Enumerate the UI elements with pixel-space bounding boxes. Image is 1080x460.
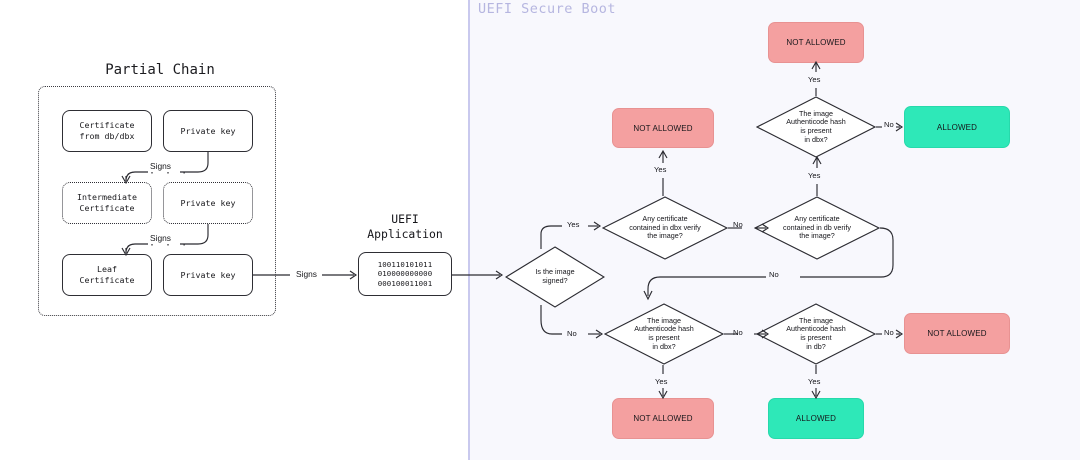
edge-label-db-cert-no: No [769,270,779,279]
decision-is-image-signed: Is the image signed? [505,246,605,308]
decision-is-image-signed-label: Is the image signed? [535,267,575,285]
edge-label-hash-bottom-left-yes: Yes [655,377,668,386]
terminal-allowed-top: ALLOWED [904,106,1010,148]
edge-label-hash-bottom-right-yes: Yes [808,377,821,386]
edge-label-hash-bottom-right-no: No [884,328,894,337]
edge-label-dbx-cert-yes: Yes [654,165,667,174]
edge-label-dbx-cert-no: No [733,220,743,229]
decision-hash-in-dbx-top: The image Authenticode hash is present i… [756,96,876,158]
terminal-allowed-bottom: ALLOWED [768,398,864,439]
uefi-binary-content: 100110101011 010000000000 000100011001 [377,259,433,288]
edge-label-db-cert-yes: Yes [808,171,821,180]
decision-hash-in-dbx-bottom: The image Authenticode hash is present i… [604,303,724,365]
decision-hash-in-db-bottom-label: The image Authenticode hash is present i… [786,315,846,351]
signs-label-uefi: Signs [296,269,317,279]
decision-hash-in-db-bottom: The image Authenticode hash is present i… [756,303,876,365]
decision-any-cert-dbx-label: Any certificate contained in dbx verify … [629,214,701,241]
decision-hash-in-dbx-bottom-label: The image Authenticode hash is present i… [634,315,694,351]
signs-label-2: Signs [150,233,171,243]
decision-any-cert-db-label: Any certificate contained in db verify t… [783,214,851,241]
edge-label-hash-bottom-left-no: No [733,328,743,337]
decision-hash-in-dbx-top-label: The image Authenticode hash is present i… [786,108,846,144]
leaf-certificate: Leaf Certificate [62,254,152,296]
decision-any-cert-dbx: Any certificate contained in dbx verify … [602,196,728,260]
edge-label-hash-top-yes: Yes [808,75,821,84]
signs-label-1: Signs [150,161,171,171]
edge-label-hash-top-no: No [884,120,894,129]
terminal-not-allowed-bottom-right: NOT ALLOWED [904,313,1010,354]
terminal-not-allowed-bottom-left: NOT ALLOWED [612,398,714,439]
partial-chain-container [38,86,276,316]
intermediate-certificate: Intermediate Certificate [62,182,152,224]
certificate-db-dbx: Certificate from db/dbx [62,110,152,152]
edge-label-signed-no: No [567,329,577,338]
uefi-application-box: 100110101011 010000000000 000100011001 [358,252,452,296]
chain-ellipsis-1: · · · [149,168,190,179]
private-key-intermediate: Private key [163,182,253,224]
edge-label-signed-yes: Yes [567,220,580,229]
uefi-application-title: UEFI Application [367,212,443,241]
decision-any-cert-db: Any certificate contained in db verify t… [754,196,880,260]
terminal-not-allowed-dbx-cert: NOT ALLOWED [612,108,714,148]
private-key-root: Private key [163,110,253,152]
panel-title: UEFI Secure Boot [478,1,617,17]
terminal-not-allowed-hash-top: NOT ALLOWED [768,22,864,63]
private-key-leaf: Private key [163,254,253,296]
partial-chain-title: Partial Chain [105,62,215,78]
chain-ellipsis-2: · · · [149,240,190,251]
